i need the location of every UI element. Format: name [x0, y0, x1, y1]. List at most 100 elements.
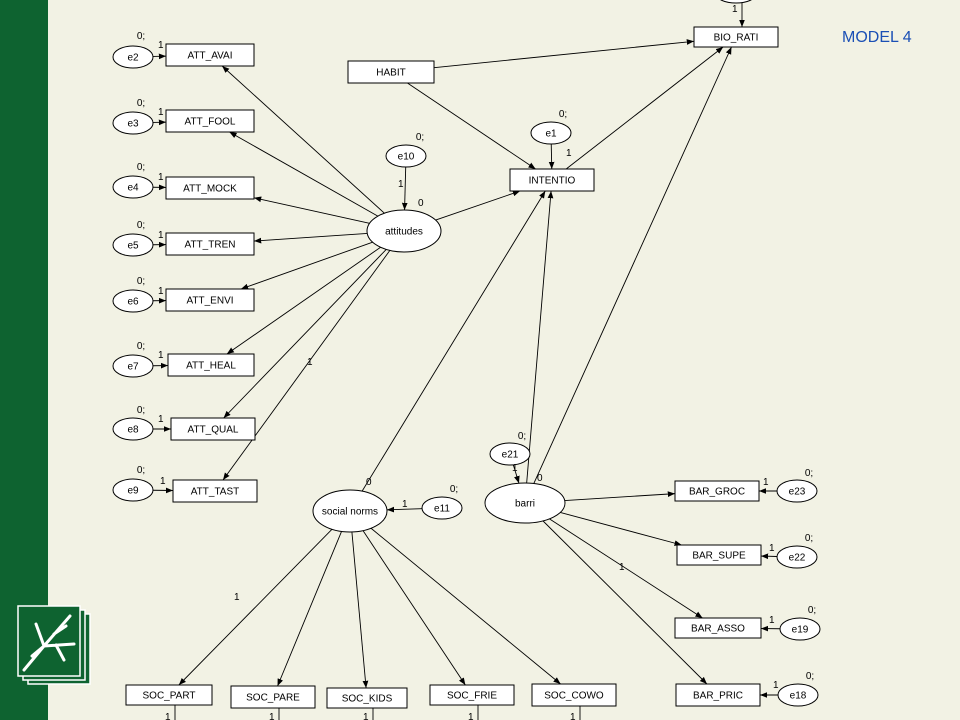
weight-e19: 1 [769, 615, 775, 626]
box-bar_groc [674, 480, 760, 502]
weight-e9: 1 [160, 476, 166, 487]
bottom-weight-soc_kids: 1 [363, 712, 369, 720]
path-barri-to-bar_pric [542, 520, 708, 685]
error-mean-e5: 0; [137, 220, 145, 231]
error-label-e4: e4 [127, 183, 139, 194]
error-label-e8: e8 [127, 425, 139, 436]
error-e5 [112, 233, 154, 257]
path-arrows [152, 0, 781, 720]
error-mean-e21: 0; [518, 431, 526, 442]
diagram-nodes [112, 0, 821, 709]
bottom-weight-soc_part: 1 [165, 712, 171, 720]
box-bar_asso [674, 617, 762, 639]
box-label-bar_groc: BAR_GROC [689, 487, 745, 498]
weight-e18: 1 [773, 680, 779, 691]
path-label-soc_part: 1 [234, 592, 240, 603]
error-mean-e8: 0; [137, 405, 145, 416]
box-label-att_qual: ATT_QUAL [188, 425, 239, 436]
box-label-soc_frie: SOC_FRIE [447, 691, 497, 702]
path-attitudes-to-att_avai [221, 65, 385, 214]
path-intentio-to-bio_rati [565, 46, 724, 170]
sidebar-band [0, 0, 48, 720]
error-label-e21: e21 [502, 450, 519, 461]
error-mean-e19: 0; [808, 605, 816, 616]
box-intentio [509, 168, 595, 192]
error-e1 [530, 121, 572, 145]
path-attitudes-to-att_tren [253, 233, 368, 244]
error-e22 [776, 545, 818, 569]
path-barri-to-bio_rati [533, 46, 732, 484]
weight-e22: 1 [769, 543, 775, 554]
box-att_heal [167, 353, 255, 377]
diagram-labels: ATT_AVAIATT_FOOLATT_MOCKATT_TRENATT_ENVI… [127, 4, 816, 720]
box-label-att_tren: ATT_TREN [185, 240, 236, 251]
box-label-soc_cowo: SOC_COWO [544, 691, 604, 702]
error-e6 [112, 289, 154, 313]
error-offpage-bio_rati [720, 0, 752, 4]
path-attitudes-to-intentio [435, 190, 521, 221]
error-label-e3: e3 [127, 119, 139, 130]
error-mean-e1: 0; [559, 109, 567, 120]
error-e7 [112, 354, 154, 378]
error-mean-e4: 0; [137, 162, 145, 173]
error-mean-e10: 0; [416, 132, 424, 143]
error-label-e10: e10 [398, 152, 415, 163]
path-attitudes-to-att_heal [226, 246, 381, 355]
box-att_tren [165, 232, 255, 256]
path-social_norms-to-soc_kids [351, 531, 369, 689]
error-mean-e2: 0; [137, 31, 145, 42]
path-label-bar_supe: 1 [619, 562, 625, 573]
error-label-e18: e18 [790, 691, 807, 702]
error-e21 [489, 442, 531, 466]
path-habit-to-intentio [407, 82, 536, 170]
box-label-soc_pare: SOC_PARE [246, 693, 300, 704]
weight-e4: 1 [158, 172, 164, 183]
box-soc_pare [230, 685, 316, 709]
latent-attitudes [366, 209, 442, 253]
box-bio_rati [693, 26, 779, 48]
weight-e23: 1 [763, 477, 769, 488]
path-barri-to-bar_groc [564, 491, 676, 501]
box-label-bar_asso: BAR_ASSO [691, 624, 745, 635]
box-bar_supe [676, 544, 762, 566]
path-attitudes-to-att_envi [240, 241, 373, 290]
error-mean-e11: 0; [450, 484, 458, 495]
weight-e7: 1 [158, 350, 164, 361]
error-e3 [112, 111, 154, 135]
box-att_qual [170, 417, 256, 441]
bottom-weight-soc_pare: 1 [269, 712, 275, 720]
error-label-e22: e22 [789, 553, 806, 564]
top-weight-bio_rati: 1 [732, 4, 738, 15]
box-label-att_heal: ATT_HEAL [186, 361, 236, 372]
weight-e1: 1 [566, 148, 572, 159]
latent-social_norms [312, 489, 388, 533]
box-label-att_tast: ATT_TAST [191, 487, 240, 498]
path-e10 [401, 166, 408, 211]
error-label-e2: e2 [127, 53, 139, 64]
box-label-bar_pric: BAR_PRIC [693, 691, 743, 702]
box-att_envi [165, 288, 255, 312]
error-mean-e22: 0; [805, 533, 813, 544]
error-label-e9: e9 [127, 486, 139, 497]
box-soc_part [125, 684, 213, 706]
box-att_mock [165, 176, 255, 200]
box-att_fool [165, 109, 255, 133]
bottom-weight-soc_frie: 1 [468, 712, 474, 720]
path-barri-to-bar_supe [560, 512, 682, 546]
weight-e8: 1 [158, 414, 164, 425]
box-label-att_envi: ATT_ENVI [186, 296, 233, 307]
path-label-att_tast: 1 [307, 357, 313, 368]
box-label-soc_kids: SOC_KIDS [342, 694, 393, 705]
path-attitudes-to-att_fool [229, 131, 379, 217]
box-label-att_avai: ATT_AVAI [187, 51, 232, 62]
path-e21 [512, 464, 520, 484]
path-social_norms-to-intentio [361, 190, 546, 492]
error-e2 [112, 45, 154, 69]
latent-label-social_norms: social norms [322, 507, 378, 518]
error-mean-e18: 0; [806, 671, 814, 682]
latent-label-barri: barri [515, 499, 535, 510]
box-soc_kids [326, 687, 408, 709]
box-habit [347, 60, 435, 84]
weight-e2: 1 [158, 40, 164, 51]
error-label-e7: e7 [127, 362, 139, 373]
